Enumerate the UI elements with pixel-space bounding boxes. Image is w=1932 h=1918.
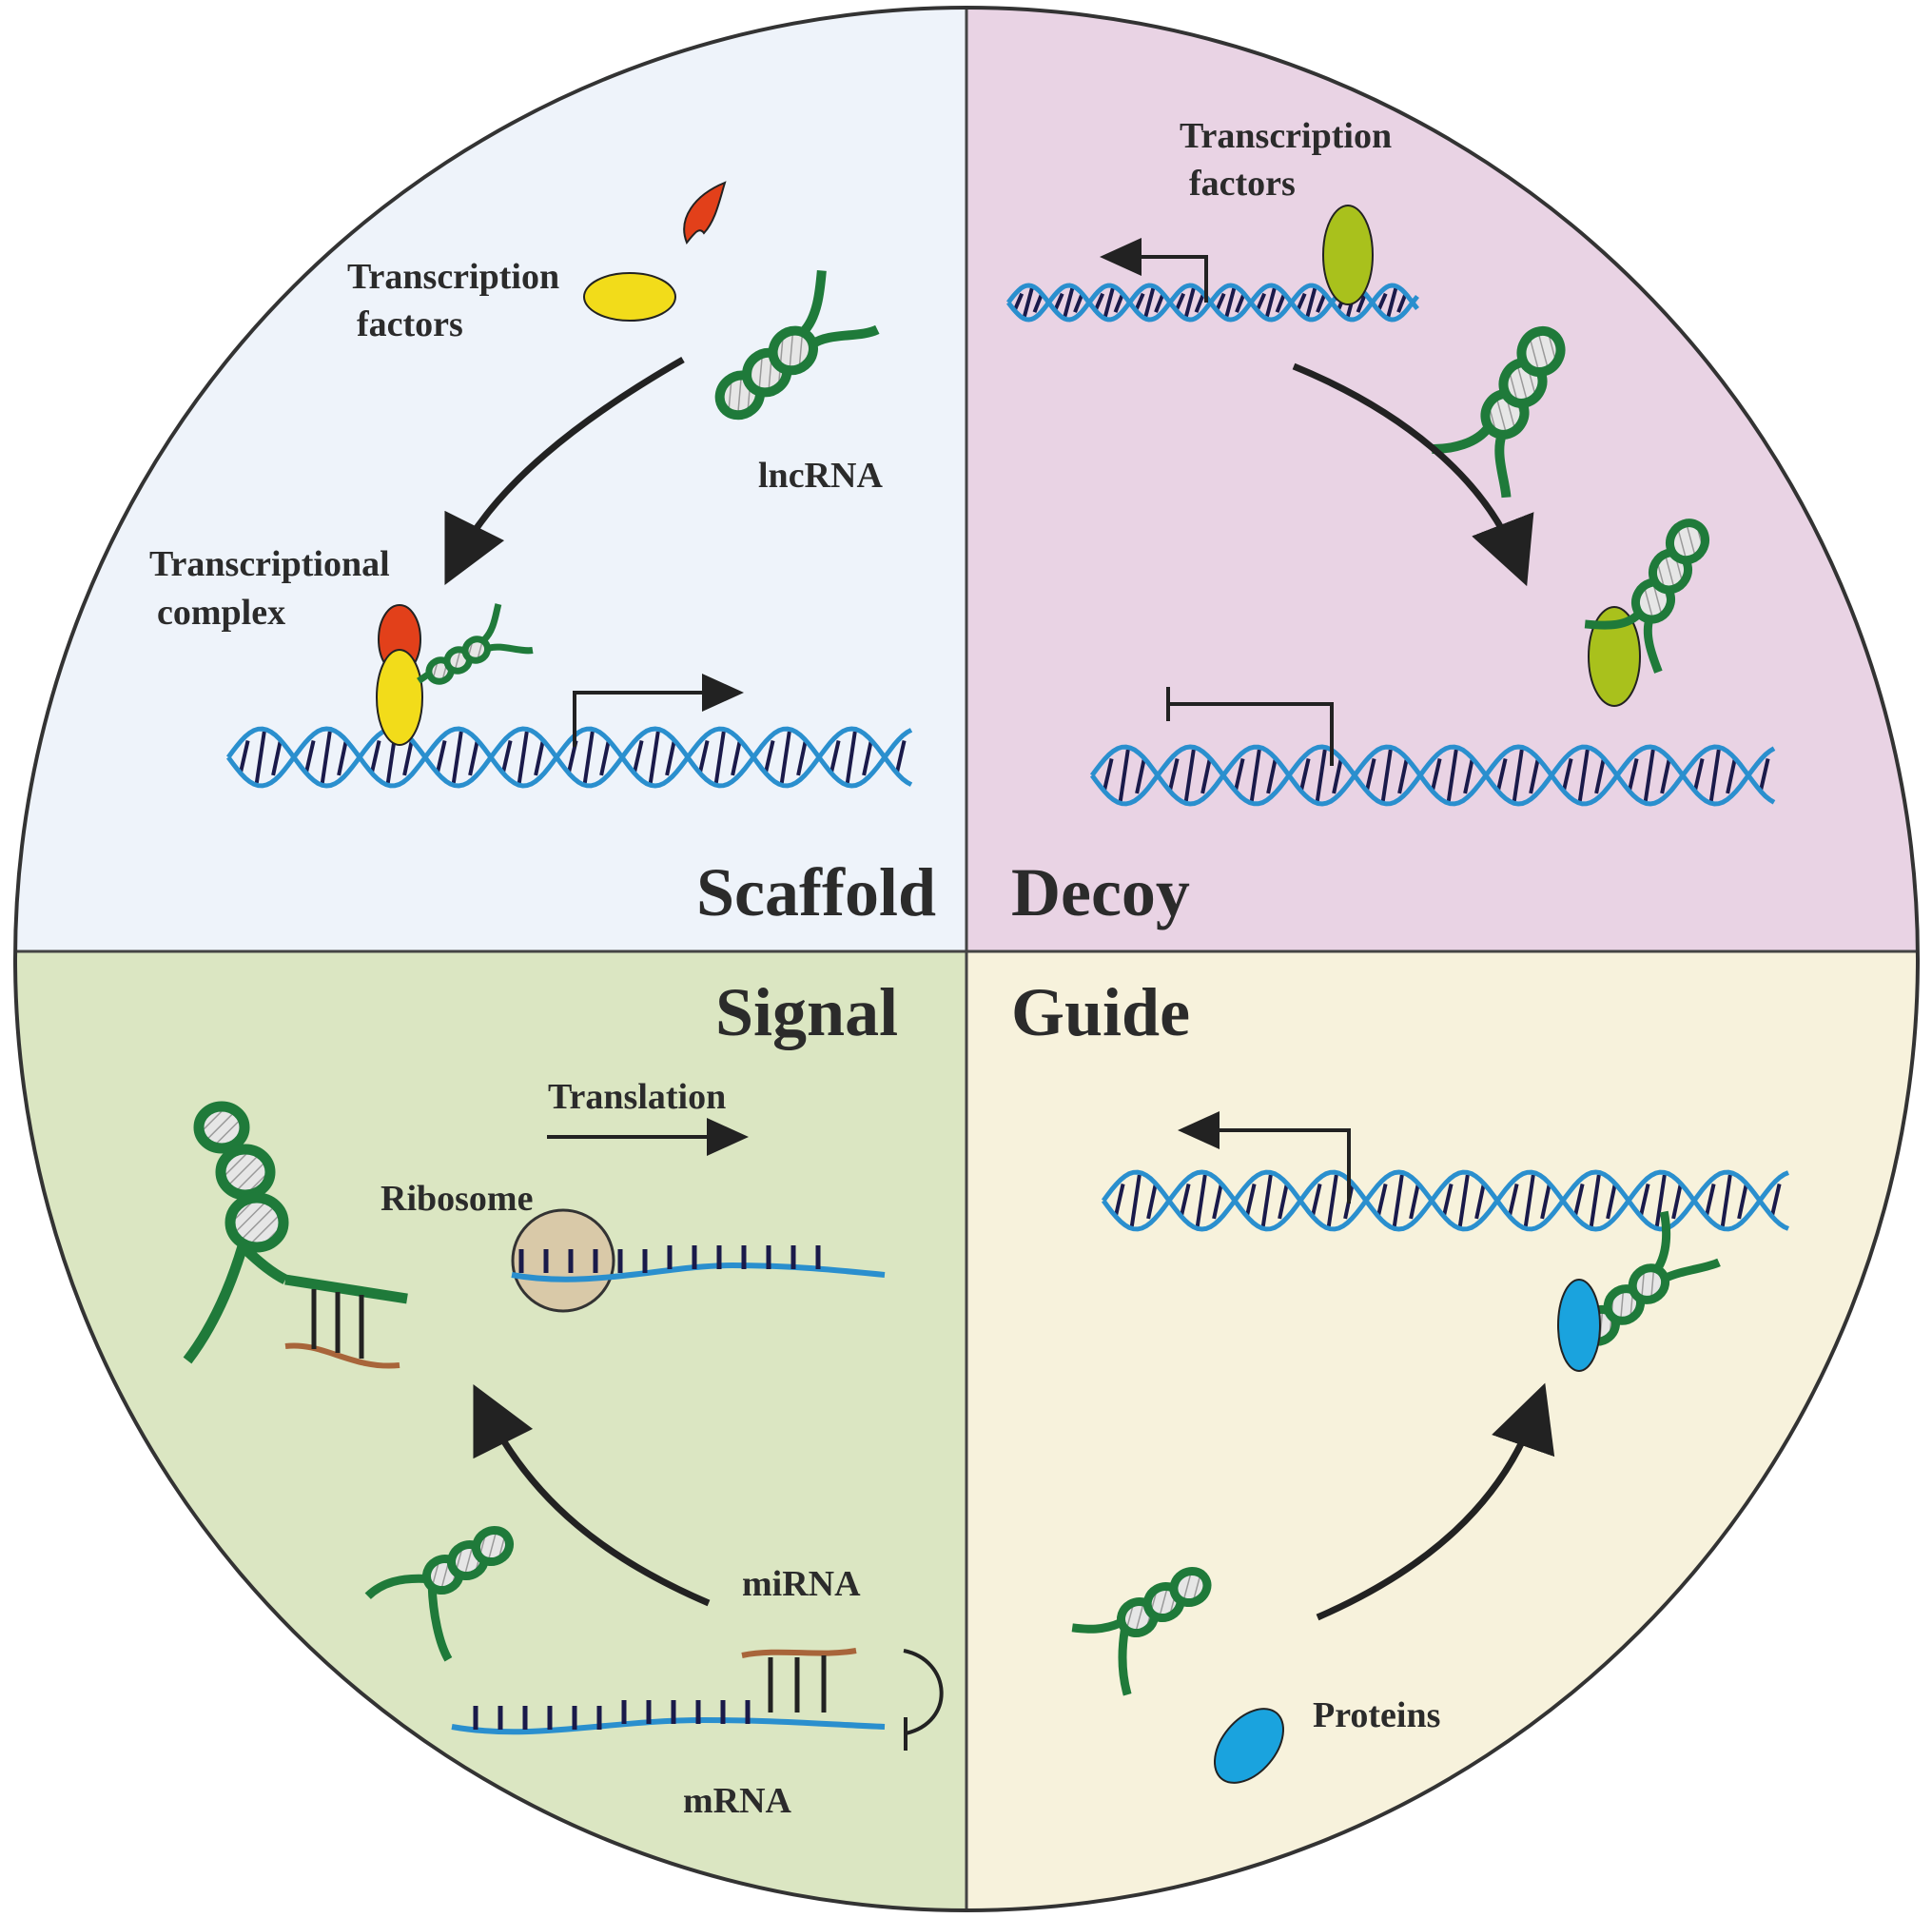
guide-promoter-arrow (1178, 1111, 1351, 1204)
signal-mirna-label: miRNA (742, 1564, 861, 1604)
decoy-lncrna-bound (1584, 519, 1710, 674)
guide-lncrna-free (1071, 1566, 1212, 1696)
ribosome (511, 1208, 615, 1313)
decoy-top-dna (1006, 283, 1419, 323)
decoy-title: Decoy (1011, 854, 1190, 930)
signal-curved-arrow (473, 1383, 711, 1607)
scaffold-tf-label-1: Transcription (347, 257, 559, 297)
decoy-lncrna-free (1432, 325, 1566, 499)
scaffold-complex-label-1: Transcriptional (149, 544, 390, 584)
outer-circle (13, 6, 1920, 1912)
complex-yellow-factor (376, 649, 423, 746)
signal-translation-label: Translation (548, 1077, 726, 1117)
translated-mrna-ticks (518, 1245, 821, 1273)
decoy-top-promoter-arrow (1100, 238, 1208, 303)
decoy-quadrant: Transcription factors Decoy (1011, 116, 1710, 930)
guide-curved-arrow (1316, 1382, 1555, 1621)
decoy-bottom-dna (1089, 744, 1776, 807)
scaffold-tf-label-2: factors (357, 304, 463, 344)
decoy-inhibition-symbol (1166, 687, 1334, 766)
red-transcription-factor (683, 181, 727, 245)
guide-protein-free (1213, 1708, 1285, 1784)
signal-mirna-bound (284, 1342, 400, 1369)
scaffold-curved-arrow (444, 356, 685, 586)
signal-base-pairs (311, 1289, 364, 1359)
signal-lncrna-sponge (183, 1101, 408, 1364)
translated-mrna (511, 1262, 886, 1282)
decoy-curved-arrow (1292, 362, 1534, 587)
signal-mirna-free (741, 1648, 857, 1658)
repressed-mrna (451, 1716, 886, 1735)
signal-quadrant: Signal Translation Ribosome miR (183, 974, 944, 1821)
decoy-tf-label-2: factors (1189, 164, 1296, 204)
guide-quadrant: Guide Proteins (1011, 974, 1721, 1784)
complex-lncrna (417, 603, 534, 685)
scaffold-lncrna-label: lncRNA (758, 456, 883, 496)
dna-layer (225, 283, 1789, 1232)
guide-proteins-label: Proteins (1313, 1695, 1440, 1735)
scaffold-dna (225, 726, 913, 789)
lncrna-molecule (714, 270, 880, 421)
decoy-olive-factor-bound (1322, 205, 1374, 305)
decoy-olive-factor-sequestered (1588, 606, 1641, 707)
guide-panel (966, 951, 1918, 1910)
decoy-tf-label-1: Transcription (1180, 116, 1392, 156)
repressed-mrna-ticks (473, 1700, 751, 1730)
signal-mrna-label: mRNA (683, 1781, 792, 1821)
scaffold-title: Scaffold (696, 854, 936, 930)
signal-lncrna-free (364, 1525, 515, 1662)
guide-dna (1101, 1169, 1789, 1232)
scaffold-complex-label-2: complex (157, 593, 285, 633)
guide-protein-bound (1557, 1279, 1601, 1372)
mirna-mrna-pairs (768, 1655, 827, 1712)
signal-title: Signal (715, 974, 898, 1050)
guide-title: Guide (1011, 974, 1190, 1050)
scaffold-promoter-arrow (573, 674, 744, 747)
signal-inhibition-symbol (903, 1649, 944, 1751)
yellow-transcription-factor (583, 272, 676, 322)
scaffold-quadrant: Transcription factors lncRNA Transcripti… (149, 181, 936, 930)
signal-ribosome-label: Ribosome (381, 1179, 533, 1219)
signal-panel (15, 951, 966, 1910)
